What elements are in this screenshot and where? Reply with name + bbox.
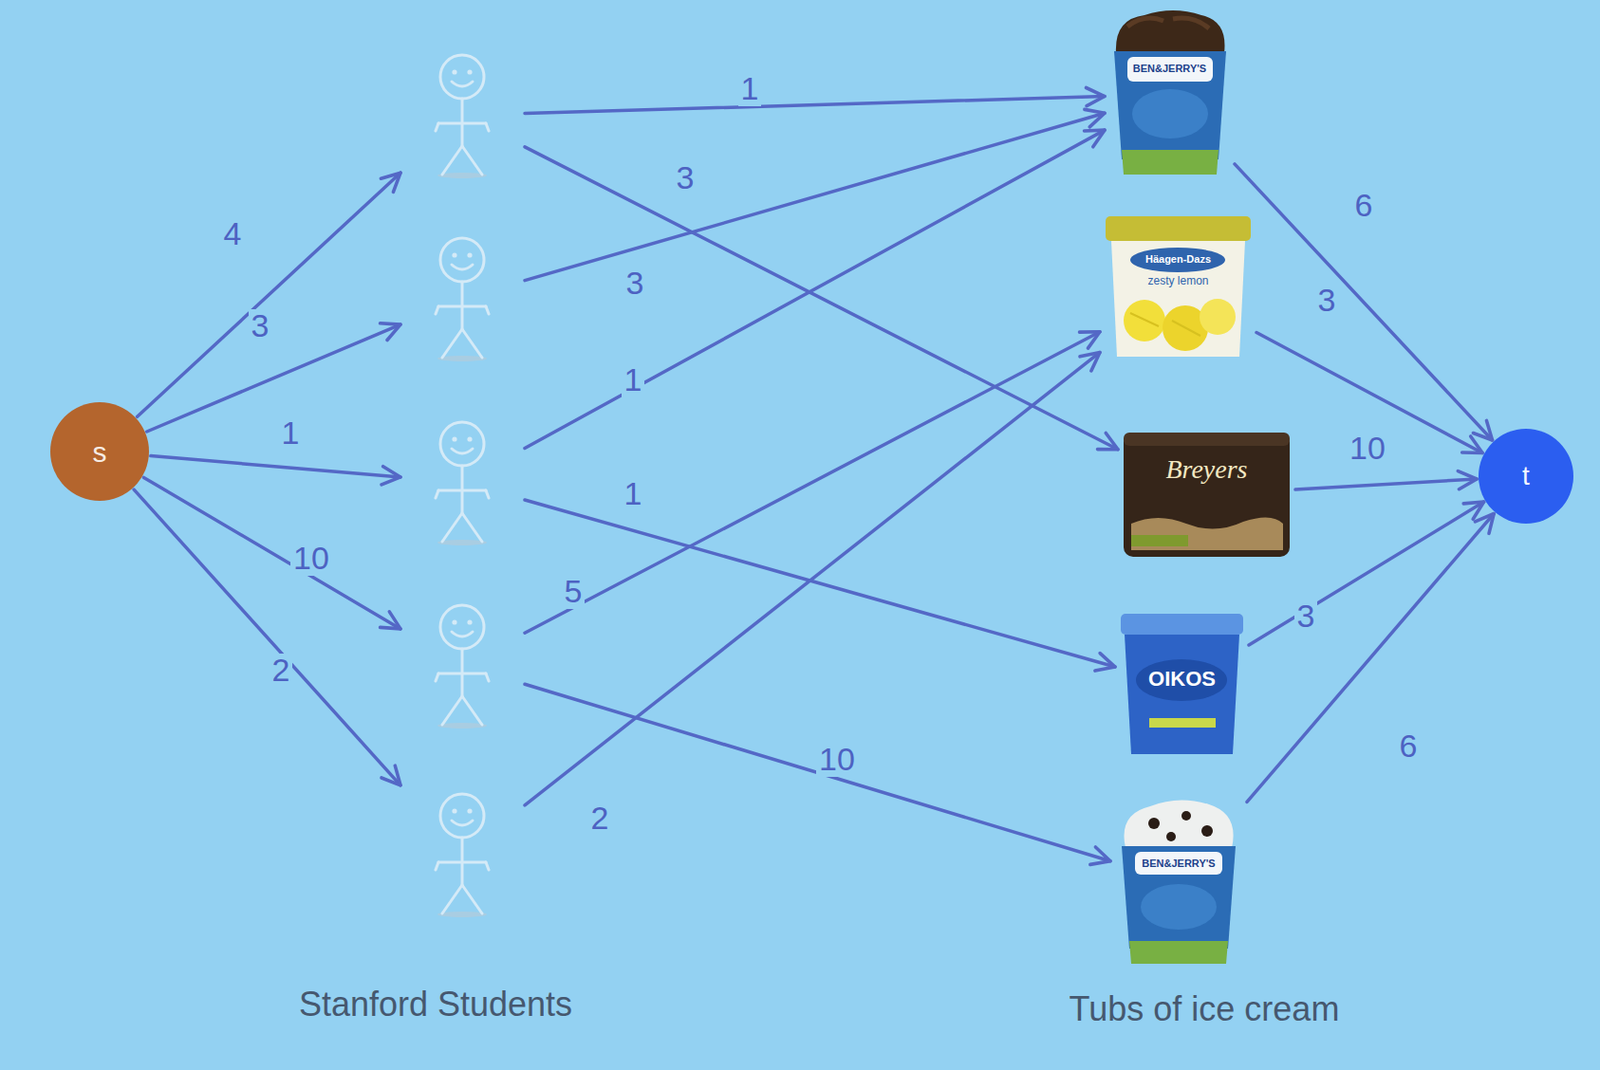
flow-arrow	[524, 147, 1118, 450]
capacity-label: 6	[1352, 188, 1377, 224]
capacity-label: 10	[816, 743, 858, 778]
flow-arrow	[524, 130, 1105, 448]
stick-figure	[417, 51, 508, 180]
stick-figure	[417, 418, 508, 547]
capacity-label: 4	[221, 217, 245, 252]
flow-arrow	[524, 684, 1111, 861]
capacity-label: 3	[673, 161, 698, 196]
group-label: Stanford Students	[298, 985, 573, 1025]
student-figure	[417, 601, 508, 730]
sink-node: t	[1478, 428, 1574, 524]
tub-illustration	[1112, 795, 1246, 969]
brand-text: BEN&JERRY'S	[1112, 857, 1246, 870]
flow-arrow	[1234, 164, 1493, 441]
flow-arrow	[524, 352, 1100, 805]
brand-text: zesty lemon	[1101, 275, 1255, 288]
flow-arrow	[144, 477, 401, 629]
capacity-label: 3	[1315, 283, 1340, 318]
brand-text: Breyers	[1119, 455, 1294, 485]
source-node: s	[50, 402, 149, 502]
brand-text: BEN&JERRY'S	[1106, 62, 1233, 75]
brand-text: Häagen-Dazs	[1101, 253, 1255, 265]
flow-arrow	[524, 500, 1116, 668]
ice-cream-tub: Breyers	[1119, 428, 1294, 561]
group-label: Tubs of ice cream	[1069, 989, 1340, 1030]
student-figure	[417, 51, 508, 180]
flow-arrow	[524, 96, 1105, 114]
node-letter: t	[1522, 462, 1530, 492]
capacity-label: 2	[269, 653, 294, 689]
capacity-label: 6	[1396, 729, 1421, 764]
stick-figure	[417, 790, 508, 919]
capacity-label: 10	[290, 541, 333, 577]
flow-arrow	[147, 324, 401, 432]
capacity-label: 2	[588, 801, 613, 837]
tub-illustration	[1119, 428, 1294, 561]
capacity-label: 3	[623, 266, 648, 301]
stick-figure	[417, 234, 508, 363]
student-figure	[417, 234, 508, 363]
brand-text: OIKOS	[1116, 668, 1247, 691]
capacity-label: 3	[1294, 599, 1319, 634]
node-letter: s	[93, 436, 108, 468]
capacity-label: 1	[621, 363, 646, 398]
flow-arrow	[1246, 514, 1494, 803]
student-figure	[417, 418, 508, 547]
capacity-label: 1	[621, 477, 646, 512]
ice-cream-tub: BEN&JERRY'S	[1112, 795, 1246, 969]
flow-arrow	[524, 332, 1100, 633]
capacity-label: 1	[279, 416, 303, 451]
capacity-label: 5	[561, 575, 586, 610]
stick-figure	[417, 601, 508, 730]
flow-arrow	[1295, 479, 1477, 490]
ice-cream-tub: Häagen-Dazs zesty lemon	[1101, 214, 1255, 368]
ice-cream-tub: BEN&JERRY'S	[1106, 7, 1233, 182]
capacity-label: 1	[738, 72, 763, 107]
capacity-label: 10	[1346, 431, 1389, 466]
flow-arrow	[150, 456, 401, 478]
ice-cream-tub: OIKOS	[1116, 612, 1247, 761]
flow-arrow	[133, 489, 401, 786]
student-figure	[417, 790, 508, 919]
tub-illustration	[1101, 214, 1255, 368]
capacity-label: 3	[248, 309, 273, 344]
tub-illustration	[1106, 7, 1233, 182]
flow-arrow	[524, 112, 1105, 280]
